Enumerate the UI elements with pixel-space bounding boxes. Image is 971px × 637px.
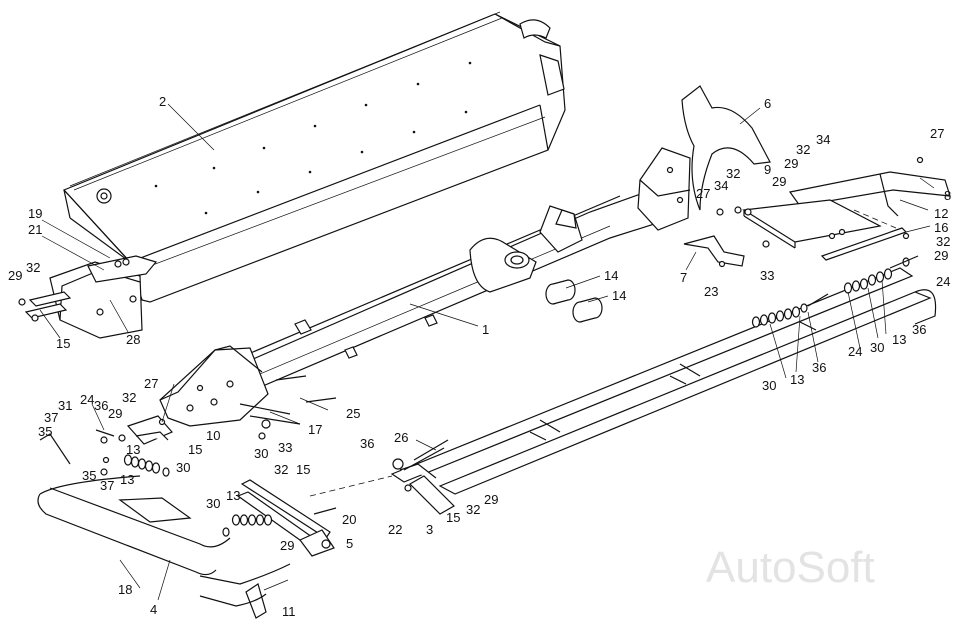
- part-label-33b: 33: [760, 268, 774, 283]
- part-label-30b: 30: [206, 496, 220, 511]
- part-label-13d: 13: [892, 332, 906, 347]
- hopper-rivets: [154, 61, 472, 215]
- hopper-box: [62, 11, 566, 303]
- bracket-10: [126, 415, 173, 445]
- part-label-10: 10: [206, 428, 220, 443]
- part-label-6: 6: [764, 96, 771, 111]
- left-end-bracket: [18, 255, 158, 339]
- washers-left: [123, 454, 170, 477]
- part-label-29b: 29: [108, 406, 122, 421]
- part-label-12: 12: [934, 206, 948, 221]
- part-label-24b: 24: [848, 344, 862, 359]
- part-label-37b: 37: [100, 478, 114, 493]
- part-label-30c: 30: [254, 446, 268, 461]
- main-frame: [159, 147, 691, 427]
- washers-bottom-left: [222, 514, 273, 537]
- part-label-34b: 34: [816, 132, 830, 147]
- part-label-30a: 30: [176, 460, 190, 475]
- part-label-13c: 13: [790, 372, 804, 387]
- part-label-36a: 36: [94, 398, 108, 413]
- hinge-plate: [236, 479, 335, 557]
- part-label-34a: 34: [714, 178, 728, 193]
- bushings: [545, 279, 603, 323]
- part-label-14a: 14: [604, 268, 618, 283]
- part-label-19: 19: [28, 206, 42, 221]
- ladder-assembly: [37, 267, 937, 619]
- part-label-9: 9: [764, 162, 771, 177]
- part-label-8: 8: [944, 188, 951, 203]
- part-label-15b: 15: [188, 442, 202, 457]
- part-label-32d: 32: [466, 502, 480, 517]
- part-label-35a: 35: [38, 424, 52, 439]
- part-labels: 1 2 3 4 5 6 7 8 9 10 11 12 13 13 13 13 1…: [8, 94, 951, 619]
- part-label-29a: 29: [8, 268, 22, 283]
- part-label-32g: 32: [936, 234, 950, 249]
- right-upper-assembly: [683, 156, 951, 268]
- washers-right: [843, 255, 919, 294]
- leader-lines: [39, 103, 935, 601]
- part-label-32f: 32: [796, 142, 810, 157]
- part-label-27c: 27: [930, 126, 944, 141]
- cover-plate: [681, 85, 771, 211]
- part-label-15a: 15: [56, 336, 70, 351]
- part-label-29e: 29: [772, 174, 786, 189]
- part-label-37a: 37: [44, 410, 58, 425]
- part-label-36d: 36: [912, 322, 926, 337]
- part-label-27a: 27: [144, 376, 158, 391]
- part-label-29f: 29: [784, 156, 798, 171]
- part-label-15c: 15: [296, 462, 310, 477]
- part-label-32b: 32: [122, 390, 136, 405]
- washers-center: [751, 293, 829, 328]
- part-label-23: 23: [704, 284, 718, 299]
- part-label-35b: 35: [82, 468, 96, 483]
- part-label-13e: 13: [126, 442, 140, 457]
- part-label-2: 2: [159, 94, 166, 109]
- part-label-28: 28: [126, 332, 140, 347]
- part-label-29d: 29: [484, 492, 498, 507]
- part-label-25: 25: [346, 406, 360, 421]
- part-label-1: 1: [482, 322, 489, 337]
- part-label-5: 5: [346, 536, 353, 551]
- part-label-17: 17: [308, 422, 322, 437]
- part-label-26: 26: [394, 430, 408, 445]
- part-label-22: 22: [388, 522, 402, 537]
- part-label-13a: 13: [120, 472, 134, 487]
- part-label-30e: 30: [870, 340, 884, 355]
- part-label-18: 18: [118, 582, 132, 597]
- part-label-13b: 13: [226, 488, 240, 503]
- part-label-11: 11: [282, 604, 296, 619]
- part-label-24c: 24: [936, 274, 950, 289]
- part-label-21: 21: [28, 222, 42, 237]
- part-label-3: 3: [426, 522, 433, 537]
- part-label-29g: 29: [934, 248, 948, 263]
- bolts-misc: [95, 375, 449, 515]
- part-label-7: 7: [680, 270, 687, 285]
- part-label-15d: 15: [446, 510, 460, 525]
- part-label-27b: 27: [696, 186, 710, 201]
- part-label-36b: 36: [360, 436, 374, 451]
- part-label-32e: 32: [726, 166, 740, 181]
- washer-stacks: [95, 209, 919, 537]
- part-label-33a: 33: [278, 440, 292, 455]
- part-label-31: 31: [58, 398, 72, 413]
- part-label-32c: 32: [274, 462, 288, 477]
- part-label-32a: 32: [26, 260, 40, 275]
- part-label-30d: 30: [762, 378, 776, 393]
- part-label-36c: 36: [812, 360, 826, 375]
- part-label-29c: 29: [280, 538, 294, 553]
- part-label-16: 16: [934, 220, 948, 235]
- part-label-4: 4: [150, 602, 157, 617]
- part-label-14b: 14: [612, 288, 626, 303]
- part-label-20: 20: [342, 512, 356, 527]
- part-label-24a: 24: [80, 392, 94, 407]
- watermark-text: AutoSoft: [706, 543, 875, 592]
